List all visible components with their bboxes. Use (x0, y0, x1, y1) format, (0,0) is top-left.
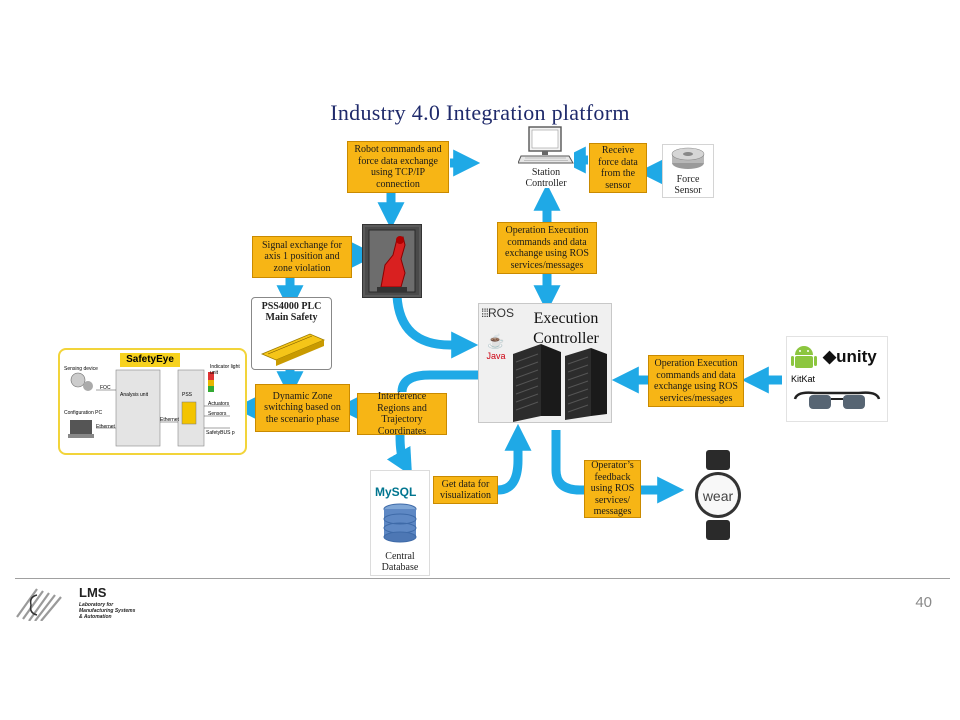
footer-divider (15, 578, 950, 579)
safetyeye-indicator-label: Indicator light unit (210, 364, 240, 376)
robot-cell (362, 224, 422, 298)
lms-stripes-icon (16, 588, 62, 621)
arrow-exec-interf (397, 370, 478, 393)
mysql-logo: MySQL (375, 485, 416, 499)
java-logo: ☕ Java (485, 334, 507, 361)
database-icon (383, 503, 417, 543)
computer-icon (517, 126, 574, 164)
force-sensor: Force Sensor (662, 144, 714, 198)
robot-commands-box: Robot commands and force data exchange u… (347, 141, 449, 193)
operation-ros-right-box: Operation Execution commands and data ex… (648, 355, 744, 407)
dynamic-zone-box: Dynamic Zone switching based on the scen… (255, 384, 350, 432)
kitkat-label: KitKat (791, 374, 816, 384)
plc-icon (260, 333, 326, 366)
lms-sub-line1: Laboratory for (79, 602, 114, 608)
arrow-exec-wear (551, 430, 685, 504)
safetyeye-foc-label: FOC (100, 385, 111, 391)
robot-icon (365, 227, 419, 295)
safetyeye-title: SafetyEye (120, 353, 180, 367)
page-title: Industry 4.0 Integration platform (330, 100, 630, 125)
lms-logo-text: LMS (79, 585, 107, 600)
ros-label: ROS (488, 306, 515, 320)
safetyeye-ethernet1-label: Ethernet (96, 424, 115, 430)
page-number: 40 (915, 594, 932, 611)
java-cup-icon: ☕ (487, 335, 505, 350)
operator-feedback-box: Operator’s feedback using ROS services/ … (584, 460, 641, 518)
lms-logo-subtitle: Laboratory for Manufacturing Systems & A… (79, 602, 135, 620)
lms-sub-line2: Manufacturing Systems (79, 608, 136, 614)
force-sensor-label: Force Sensor (674, 174, 702, 196)
lms-logo: LMS Laboratory for Manufacturing Systems… (15, 583, 145, 623)
execution-controller-label: Execution Controller (533, 310, 599, 347)
central-database-label: Central Database (381, 551, 419, 573)
arrow-robot-exec (392, 295, 479, 359)
execution-controller: ⁞⁞⁞ROS Execution Controller ☕ Java (478, 303, 612, 423)
receive-force-box: Receive force data from the sensor (589, 143, 647, 193)
safetyeye-config-label: Configuration PC (64, 410, 103, 416)
unity-cube-icon: ◆ (823, 347, 837, 366)
safetyeye-actuators-label: Actuators (208, 401, 230, 407)
android-wear-label: wear (702, 488, 734, 504)
station-controller: Station Controller (517, 125, 574, 189)
signal-exchange-box: Signal exchange for axis 1 position and … (252, 236, 352, 278)
safetyeye-pss-label: PSS (182, 392, 193, 398)
station-controller-label: Station Controller (525, 167, 567, 189)
safetyeye-safetybus-label: SafetyBUS p (206, 430, 235, 436)
kitkat-unity-panel: ◆unity KitKat (786, 336, 888, 422)
smartwatch-icon (695, 450, 741, 540)
safetyeye-analysis-label: Analysis unit (120, 392, 149, 398)
get-data-box: Get data for visualization (433, 476, 498, 504)
pss4000-plc: PSS4000 PLC Main Safety (251, 297, 332, 370)
smart-glasses-icon (793, 391, 881, 409)
operation-ros-top-box: Operation Execution commands and data ex… (497, 222, 597, 274)
mysql-label: MySQL (375, 485, 417, 499)
safetyeye-sensors-label: Sensors (208, 411, 227, 417)
unity-label: unity (836, 347, 877, 366)
ros-logo: ⁞⁞⁞ROS (481, 306, 514, 320)
ros-dots-icon: ⁞⁞⁞ (481, 306, 489, 320)
interference-box: Interference Regions and Trajectory Coor… (357, 391, 447, 437)
unity-logo: ◆unity (823, 347, 877, 367)
lms-sub-line3: & Automation (79, 614, 112, 620)
safetyeye-ethernet2-label: Ethernet (160, 417, 179, 423)
safetyeye-sensing-label: Sensing device (64, 366, 98, 372)
force-sensor-icon (671, 147, 705, 169)
safetyeye-diagram (68, 369, 230, 447)
central-database: MySQL Central Database (370, 470, 430, 576)
server-rack-icon (513, 344, 607, 422)
java-label: Java (486, 351, 506, 361)
arrow-getdata-up (497, 423, 532, 495)
android-robot-icon (791, 346, 817, 368)
plc-title: PSS4000 PLC Main Safety (261, 301, 322, 323)
safetyeye-panel: SafetyEye Sensing device Analysis unit P… (58, 348, 247, 455)
arrow-interf-down (386, 434, 413, 477)
android-wear-watch: wear (694, 450, 742, 540)
